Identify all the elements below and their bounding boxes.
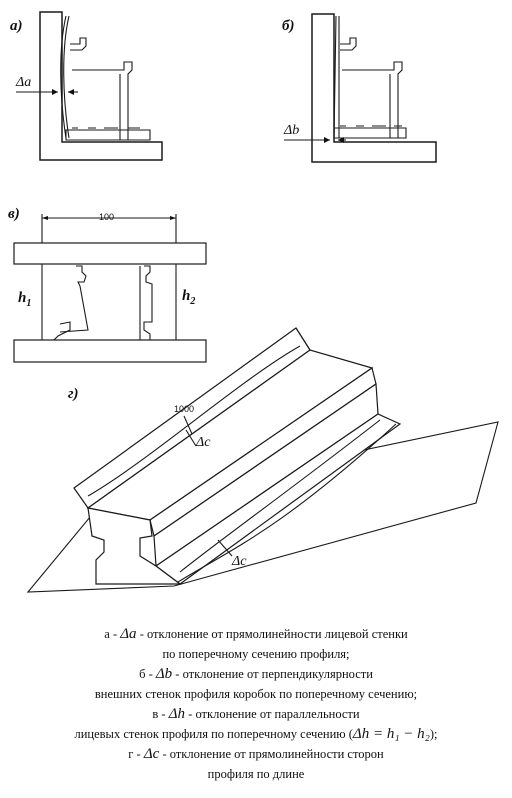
caption-line-v: в - Δh - отклонение от параллельности: [152, 706, 360, 722]
length-value: 1000: [174, 404, 194, 414]
figure-caption: а - Δa - отклонение от прямолинейности л…: [0, 624, 512, 784]
caption-line-b2: внешних стенок профиля коробок по попере…: [94, 687, 418, 701]
h1-label: h1: [18, 290, 31, 309]
profile-face-wall: [60, 15, 67, 139]
profile-hook: [340, 37, 357, 51]
h2-label: h2: [182, 288, 195, 307]
profile-hook: [70, 37, 87, 51]
figure-g: г) 1000 Δc Δc: [26, 327, 499, 593]
top-plate: [13, 242, 207, 265]
figure-v-label: в): [8, 206, 20, 222]
square-tool: [311, 13, 437, 163]
caption-line-g2: профиля по длине: [207, 767, 305, 781]
delta-a-label: Δa: [15, 75, 31, 90]
caption-line-v2: лицевых стенок профиля по поперечному се…: [74, 726, 438, 742]
deflection-curve-bottom: [177, 423, 397, 583]
base-plate: [26, 421, 499, 593]
delta-b-label: Δb: [283, 123, 299, 138]
profile-outer-wall: [333, 15, 337, 139]
figure-b: б) Δb: [282, 13, 437, 163]
right-profile: [143, 265, 153, 340]
profile-bottom-chamber: [333, 127, 407, 139]
arrow-icon: [52, 89, 58, 95]
square-tool: [39, 11, 163, 161]
bottom-plate: [13, 339, 207, 363]
profile-bottom-chamber: [65, 129, 151, 141]
figure-b-label: б): [282, 18, 294, 34]
profile-inner-wall: [72, 61, 133, 140]
profile-inner-wall: [342, 61, 403, 138]
caption-line-b: б - Δb - отклонение от перпендикулярност…: [139, 666, 373, 682]
arrow-icon: [324, 137, 330, 143]
figure-g-label: г): [68, 386, 79, 402]
delta-c-label-top: Δc: [195, 435, 211, 450]
left-profile: [59, 265, 89, 333]
caption-line-g: г - Δc - отклонение от прямолинейности с…: [128, 746, 384, 762]
delta-c-label-bottom: Δc: [231, 554, 247, 569]
width-value: 100: [99, 212, 114, 222]
deflection-curve-top: [87, 345, 301, 497]
figure-v: в) 100 h1 h2: [8, 206, 207, 363]
figure-a: а) Δa: [10, 11, 163, 161]
caption-line-a: а - Δa - отклонение от прямолинейности л…: [104, 626, 408, 642]
caption-line-a2: по поперечному сечению профиля;: [162, 647, 350, 661]
beam-cross-section: [87, 507, 182, 585]
figure-a-label: а): [10, 18, 23, 34]
